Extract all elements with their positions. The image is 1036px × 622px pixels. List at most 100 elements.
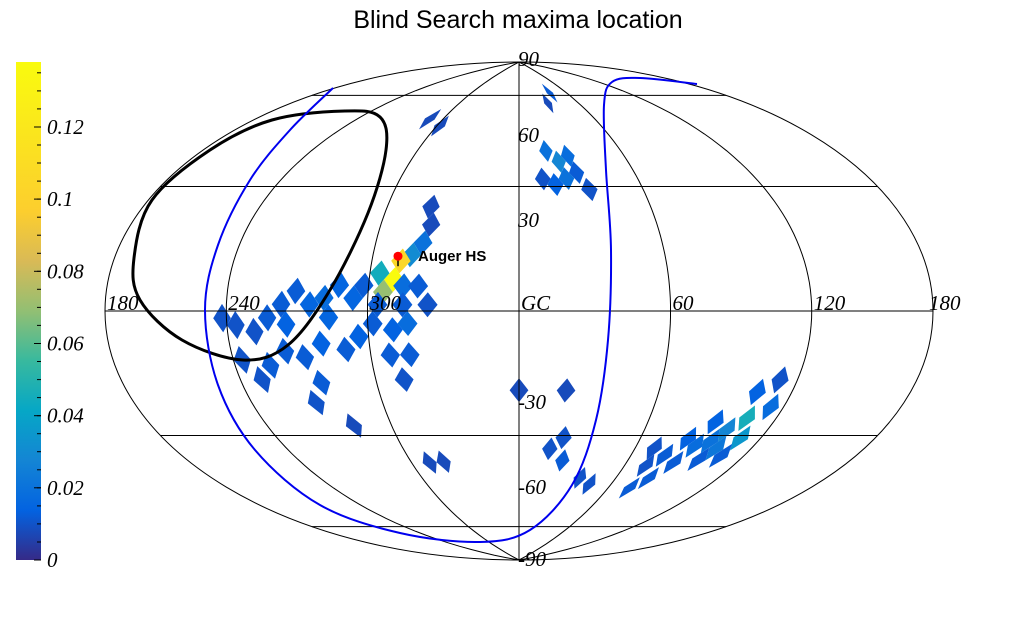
exposure-curves [131,76,698,544]
heatmap-cell [431,115,449,137]
colorbar-tick-label: 0.02 [47,476,84,500]
heatmap-cell [685,433,704,458]
heatmap-cell [679,426,697,451]
longitude-label: 300 [369,291,402,315]
heatmap-cell [413,230,433,256]
heatmap-cell [618,477,640,499]
heatmap-cell [394,367,414,392]
heatmap-cell [542,437,558,461]
heatmap-cell [687,447,710,471]
heatmap-cell [655,443,674,467]
colorbar-tick-label: 0.08 [47,259,84,283]
colorbar-gradient [16,62,41,560]
heatmap-cell [349,323,369,350]
heatmap-cell [226,311,245,340]
heatmap-cell [705,436,727,461]
heatmap-cell [582,473,596,495]
colorbar-tick-label: 0.12 [47,115,84,139]
heatmap-cell [382,317,403,343]
heatmap-cell [749,378,766,406]
heatmap-cell [417,292,438,318]
heatmap-cell [370,260,390,286]
colorbar-tick-label: 0.1 [47,187,73,211]
latitude-label: -90 [518,547,546,571]
exposure-boundary-line [203,76,698,544]
heatmap-cell [312,369,331,396]
longitude-line [518,61,671,561]
heatmap-cell [637,467,659,490]
heatmap-cell [436,450,451,473]
heatmap-cell [547,173,564,196]
heatmap-cell [700,428,720,454]
colorbar: 0 0.02 0.04 0.06 0.08 0.1 0.12 [16,62,84,572]
longitude-line [518,61,813,561]
heatmap-cell [556,378,576,403]
heatmap-cell [422,451,437,474]
heatmap-cells [213,83,789,499]
heatmap-cell [569,161,585,184]
longitude-line [225,61,520,561]
heatmap-cell [271,290,291,318]
heatmap-cell [286,277,306,305]
latitude-label: 30 [517,208,540,232]
map-boundary [104,61,934,561]
latitude-label: 90 [518,47,540,71]
heatmap-cell [762,393,779,421]
heatmap-cell [383,267,404,293]
heatmap-cell [408,273,429,299]
heatmap-cell [380,342,400,368]
colorbar-ticks: 0 0.02 0.04 0.06 0.08 0.1 0.12 [34,72,84,572]
heatmap-cell [397,311,418,336]
annotation-marker [393,251,403,261]
longitude-line [367,61,520,561]
colorbar-tick-label: 0.04 [47,404,84,428]
heatmap-cell [539,140,553,162]
heatmap-cell [663,451,684,474]
heatmap-cell [393,273,414,299]
heatmap-cell [311,330,331,357]
heatmap-cell [422,194,440,219]
heatmap-cell [318,304,339,331]
annotations: Auger HS [393,248,486,267]
heatmap-cell [555,449,570,472]
heatmap-cell [253,366,271,393]
chart-title: Blind Search maxima location [353,6,683,34]
colorbar-tick-label: 0 [47,548,58,572]
longitude-label: 60 [673,291,695,315]
heatmap-cell [558,167,575,190]
heatmap-cell [275,337,295,365]
heatmap-cell [336,336,356,363]
heatmap-cell [400,342,420,368]
heatmap-cell [295,344,315,371]
heatmap-cell [555,426,572,450]
longitude-label: GC [521,291,551,315]
longitude-label: 120 [814,291,846,315]
heatmap-cell [345,413,362,438]
heatmap-cell [581,177,598,202]
heatmap-cell [708,443,733,468]
colorbar-tick-label: 0.06 [47,332,84,356]
heatmap-cell [307,389,325,416]
heatmap-cell [422,212,441,237]
latitude-label: 60 [518,123,540,147]
heatmap-cell [329,272,350,299]
heatmap-cell [560,144,575,167]
longitude-label: 180 [107,291,139,315]
heatmap-cell [419,109,442,130]
heatmap-cell [391,248,411,274]
heatmap-cell [541,83,558,103]
annotation-label: Auger HS [418,248,486,265]
coordinate-grid [104,61,934,561]
heatmap-cell [551,150,566,173]
longitude-label: 180 [929,291,961,315]
longitude-label: 240 [228,291,260,315]
latitude-label: -30 [518,390,546,414]
latitude-label: -60 [518,475,546,499]
heatmap-cell [738,405,755,431]
heatmap-cell [730,425,751,451]
heatmap-cell [636,454,655,477]
heatmap-cell [771,366,789,394]
heatmap-cell [276,311,296,338]
